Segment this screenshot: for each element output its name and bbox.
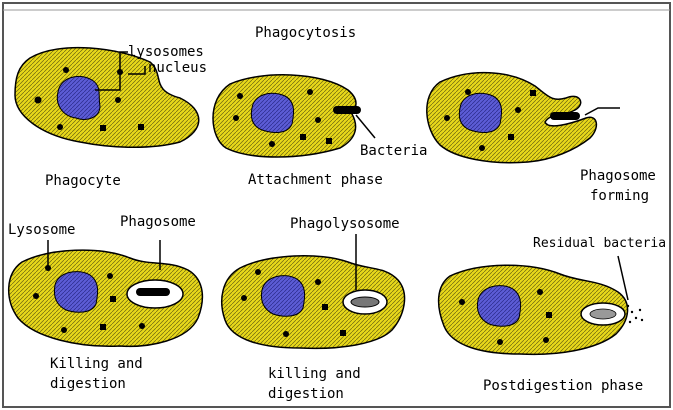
label-lysosome: Lysosome xyxy=(8,222,75,238)
panel-killing-1: Lysosome Phagosome Killing and digestion xyxy=(8,214,202,392)
label-bacteria: Bacteria xyxy=(360,143,427,159)
label-lysosomes: lysosomes xyxy=(128,44,204,60)
nucleus xyxy=(251,93,293,132)
residual-bacterium xyxy=(590,309,616,319)
bacteria-leader xyxy=(356,115,375,138)
caption-postdigestion: Postdigestion phase xyxy=(483,378,643,394)
panel-phagosome-forming: Phagosome forming xyxy=(427,73,656,204)
nucleus xyxy=(261,276,304,317)
bacterium xyxy=(333,106,361,114)
residual-debris xyxy=(627,305,643,323)
nucleus xyxy=(57,76,100,119)
panel-attachment: Bacteria Attachment phase xyxy=(213,75,427,188)
label-nucleus: nucleus xyxy=(148,60,207,76)
caption-phagosome-line1: Phagosome xyxy=(580,168,656,184)
bacterium xyxy=(550,112,580,120)
nucleus xyxy=(459,93,501,132)
phagosome-leader xyxy=(585,108,620,115)
caption-attachment: Attachment phase xyxy=(248,172,383,188)
caption-killing1-line2: digestion xyxy=(50,376,126,392)
label-phagosome: Phagosome xyxy=(120,214,196,230)
panel-killing-2: Phagolysosome killing and digestion xyxy=(222,216,405,402)
caption-phagocyte: Phagocyte xyxy=(45,173,121,189)
bacterium xyxy=(136,288,170,296)
nucleus xyxy=(477,286,520,327)
caption-killing2-line1: killing and xyxy=(268,366,361,382)
caption-phagosome-line2: forming xyxy=(590,188,649,204)
panel-phagocyte: lysosomes nucleus Phagocyte xyxy=(15,44,207,189)
caption-killing2-line2: digestion xyxy=(268,386,344,402)
caption-killing1-line1: Killing and xyxy=(50,356,143,372)
label-residual-bacteria: Residual bacteria xyxy=(533,236,666,251)
panel-postdigestion: Residual bacteria Postdigestion phase xyxy=(439,236,666,394)
diagram-title: Phagocytosis xyxy=(255,25,356,41)
digested-bacterium xyxy=(351,297,379,307)
nucleus xyxy=(54,272,97,313)
label-phagolysosome: Phagolysosome xyxy=(290,216,400,232)
